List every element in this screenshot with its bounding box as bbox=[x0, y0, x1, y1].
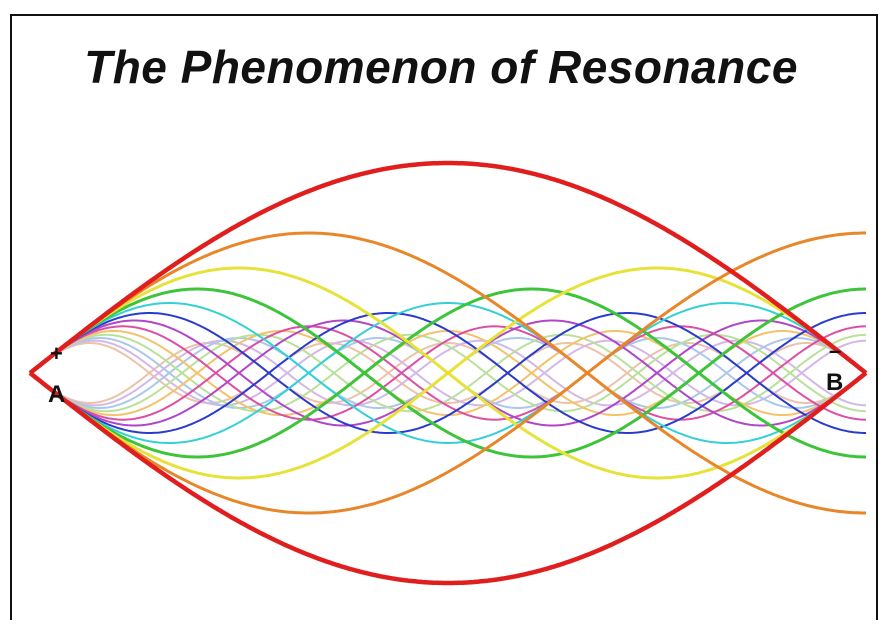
wave-harmonic-4-lower bbox=[30, 268, 866, 478]
endpoint-a-label: A bbox=[48, 383, 65, 407]
endpoint-a-sign: + bbox=[50, 343, 63, 365]
endpoint-b-label: B bbox=[826, 371, 843, 395]
endpoint-b-sign: – bbox=[829, 340, 841, 362]
